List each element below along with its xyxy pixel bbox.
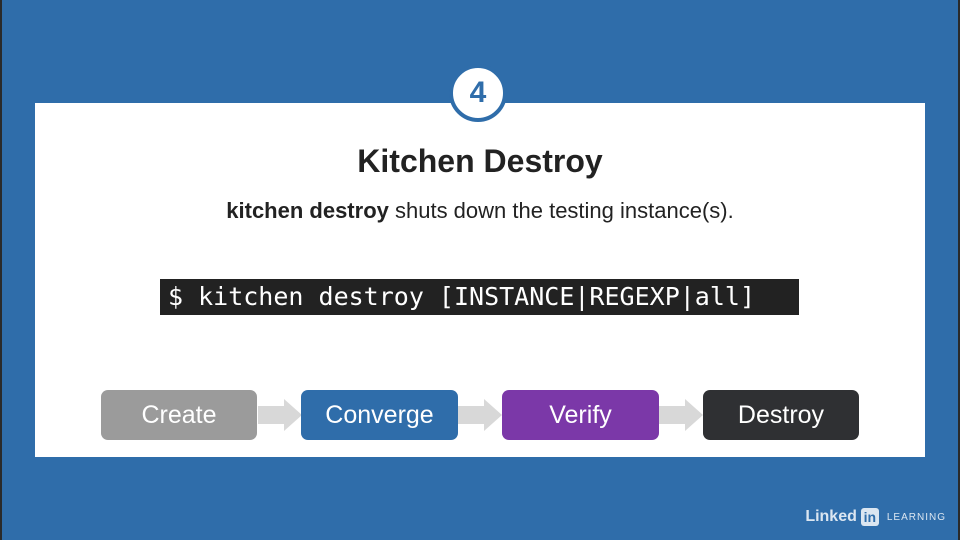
slide-title: Kitchen Destroy <box>357 143 603 179</box>
workflow-diagram: Create Converge Verify Destroy <box>35 390 925 440</box>
slide-card: Kitchen Destroy kitchen destroy shuts do… <box>35 103 925 457</box>
arrow-right-icon <box>659 399 703 431</box>
stage-label: Create <box>141 400 217 429</box>
linkedin-learning-logo: Linked in LEARNING <box>805 508 946 526</box>
stage-create: Create <box>101 390 257 440</box>
stage-label: Destroy <box>737 400 825 429</box>
stage-label: Verify <box>549 400 612 429</box>
step-number-badge: 4 <box>449 64 507 122</box>
command-line: $ kitchen destroy [INSTANCE|REGEXP|all] <box>160 279 799 315</box>
stage-converge: Converge <box>301 390 458 440</box>
stage-destroy: Destroy <box>703 390 859 440</box>
arrow-right-icon <box>258 399 302 431</box>
description-text: shuts down the testing instance(s). <box>388 198 734 223</box>
description-command-name: kitchen destroy <box>226 198 389 223</box>
brand-name: Linked <box>805 508 857 525</box>
stage-label: Converge <box>325 400 434 429</box>
arrow-right-icon <box>458 399 502 431</box>
linkedin-in-icon: in <box>860 508 879 526</box>
slide-description: kitchen destroy shuts down the testing i… <box>35 198 925 224</box>
brand-suffix: LEARNING <box>886 511 946 523</box>
stage-verify: Verify <box>502 390 659 440</box>
